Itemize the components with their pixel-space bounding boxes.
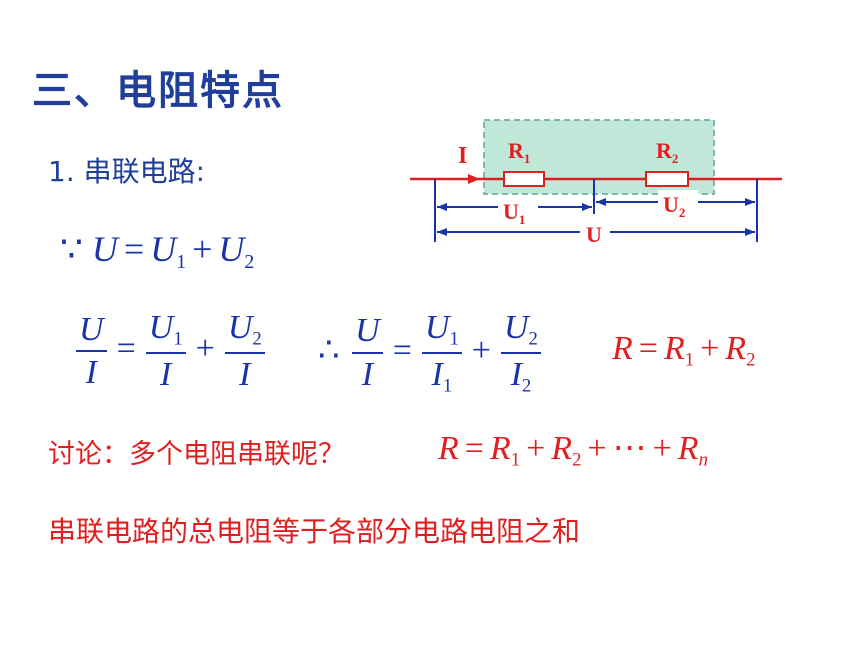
equation-total-resistance: R=R1+R2 (612, 330, 756, 371)
discussion-question: 讨论：多个电阻串联呢？ (48, 439, 345, 470)
r1-label: R1 (508, 138, 530, 166)
u-label: U (586, 222, 602, 247)
conclusion-text: 串联电路的总电阻等于各部分电路电阻之和 (48, 515, 581, 548)
u1-label: U1 (503, 199, 525, 227)
resistor-r1 (503, 171, 545, 187)
equation-voltage-sum: ∵ U=U1+U2 (60, 229, 255, 273)
u2-label: U2 (663, 192, 685, 220)
slide-title: 三、电阻特点 (32, 68, 284, 114)
series-circuit-diagram: I R1 R2 U1 U2 U (410, 119, 782, 247)
resistor-r2 (645, 171, 689, 187)
current-arrow (468, 174, 480, 184)
equation-n-resistors: R=R1+R2+⋯+Rn (438, 430, 708, 471)
section-heading: 1. 串联电路: (48, 155, 206, 188)
r2-label: R2 (656, 138, 678, 166)
current-label: I (458, 143, 467, 169)
